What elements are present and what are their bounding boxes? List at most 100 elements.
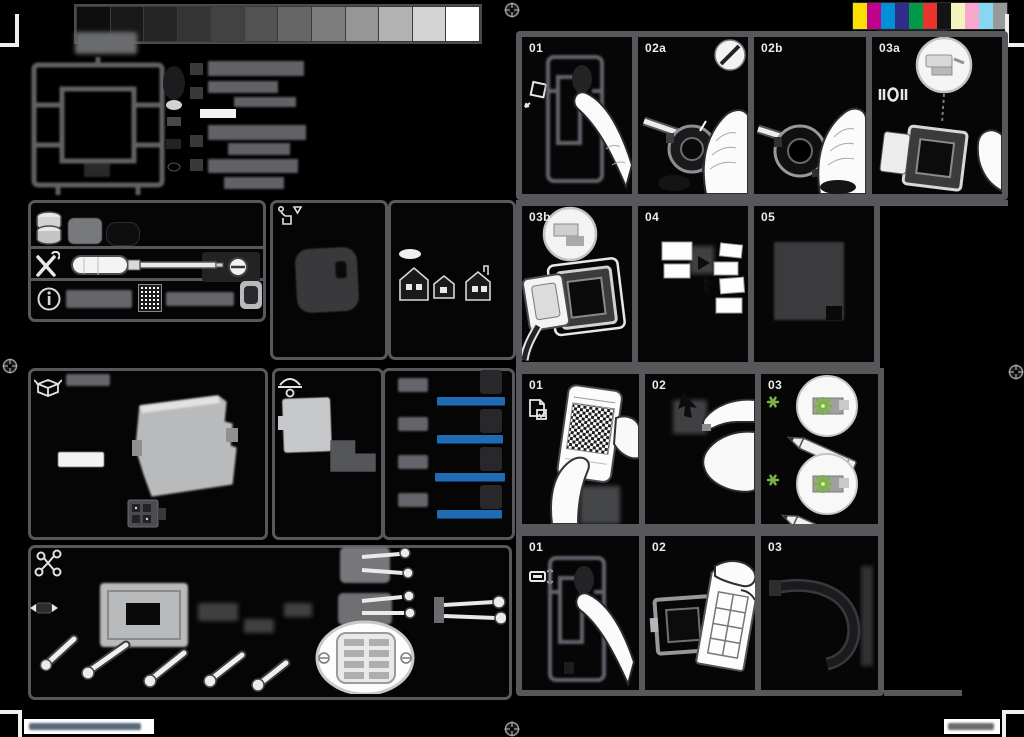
corner-mark-icon — [15, 14, 19, 46]
step-01-illustration — [524, 55, 632, 191]
green-led-indicator — [814, 475, 832, 493]
wiring-illustration — [30, 547, 506, 694]
step-label: 03a — [879, 41, 901, 55]
step-panel-02a: 02a — [638, 37, 748, 194]
document-check-icon — [529, 399, 547, 420]
color-calibration-bar — [852, 2, 1008, 30]
calibration-swatch — [144, 7, 177, 41]
reference-link[interactable] — [435, 473, 505, 481]
doc-code-text — [948, 723, 994, 730]
step-panel-03b: 03b — [522, 206, 632, 362]
corner-mark-icon — [0, 710, 22, 714]
cap-icon — [278, 378, 302, 398]
frame-edge — [880, 200, 1008, 206]
step-label: 01 — [529, 540, 544, 554]
device-notch — [335, 260, 347, 279]
step-replace-03-illustration — [769, 566, 873, 671]
calibration-swatch — [951, 3, 965, 29]
info-text — [166, 292, 234, 306]
module-illustration — [127, 499, 166, 528]
step-label: 01 — [529, 41, 544, 55]
reference-link[interactable] — [437, 510, 502, 518]
tools-icon — [36, 251, 60, 277]
device-overview-illustration — [31, 57, 306, 195]
step-panel-01: 01 — [522, 37, 632, 194]
section-divider — [28, 278, 266, 281]
step-label: 04 — [645, 210, 660, 224]
calibration-swatch — [345, 7, 379, 41]
green-led-indicator — [814, 397, 832, 415]
step-panel-replace-02: 02 — [645, 536, 755, 690]
step-panel-app-01: 01 — [522, 374, 639, 524]
app-icon-inner — [244, 286, 258, 304]
link-thumbnail — [480, 447, 502, 471]
step-02b-illustration — [756, 107, 866, 194]
calibration-swatch — [895, 3, 909, 29]
reference-link[interactable] — [437, 397, 505, 405]
step-label: 05 — [761, 210, 776, 224]
cable-gauge-icon — [30, 602, 58, 614]
calibration-swatch — [379, 7, 412, 41]
step-label: 01 — [529, 378, 544, 392]
registration-mark-icon — [504, 721, 520, 737]
step-panel-03a: 03a — [872, 37, 1002, 194]
part-highlight — [58, 452, 104, 467]
calibration-swatch — [412, 7, 446, 41]
network-icon — [34, 549, 62, 577]
disposal-icon — [277, 205, 303, 225]
calibration-swatch — [909, 3, 923, 29]
step-replace-02-illustration — [649, 560, 755, 672]
consumable-item — [68, 218, 102, 244]
stack-icon — [36, 211, 62, 245]
calibration-swatch — [881, 3, 895, 29]
doc-code-box — [24, 719, 154, 734]
step-label: 02b — [761, 41, 783, 55]
step-panel-02b: 02b — [754, 37, 866, 194]
app-icon — [240, 281, 262, 309]
calibration-swatch — [312, 7, 345, 41]
link-thumbnail — [480, 370, 502, 394]
calibration-swatch — [211, 7, 244, 41]
step-label: 02a — [645, 41, 667, 55]
section-caption — [66, 374, 110, 386]
info-text — [66, 290, 132, 308]
corner-mark-icon — [18, 710, 22, 737]
package-icon — [34, 379, 62, 397]
qr-code — [565, 402, 615, 455]
corner-mark-icon — [0, 43, 19, 47]
link-thumbnail — [480, 485, 502, 509]
step-panel-app-03: 03 — [761, 374, 878, 524]
calibration-swatch — [979, 3, 993, 29]
green-status-icon — [766, 396, 780, 408]
step-app-02-illustration — [673, 392, 755, 493]
corner-mark-icon — [1005, 14, 1009, 46]
section-divider — [28, 246, 266, 249]
step-app-03-illustration — [766, 375, 858, 524]
corner-mark-icon — [1002, 710, 1024, 714]
step-panel-replace-03: 03 — [761, 536, 878, 690]
doc-code-box — [944, 719, 1000, 734]
calibration-swatch — [923, 3, 937, 29]
frame-edge — [884, 690, 962, 696]
step-03a-illustration — [878, 37, 1002, 193]
reference-link[interactable] — [437, 435, 503, 443]
screwdriver-slot-icon — [714, 39, 746, 71]
registration-mark-icon — [504, 2, 520, 18]
device-silhouette — [294, 246, 360, 314]
info-icon — [37, 287, 61, 311]
step-label: 02 — [652, 540, 667, 554]
link-caption — [398, 417, 428, 431]
calibration-swatch — [177, 7, 211, 41]
step-panel-app-02: 02 — [645, 374, 755, 524]
calibration-swatch — [937, 3, 951, 29]
title-block — [75, 32, 137, 54]
cover-remove-icon — [524, 80, 548, 108]
step-05-illustration — [774, 242, 844, 320]
calibration-swatch — [867, 3, 881, 29]
registration-mark-icon — [1008, 364, 1024, 380]
step-02a-illustration — [642, 39, 748, 194]
step-03b-illustration — [522, 206, 626, 361]
link-caption — [398, 493, 428, 507]
calibration-swatch — [446, 7, 479, 41]
